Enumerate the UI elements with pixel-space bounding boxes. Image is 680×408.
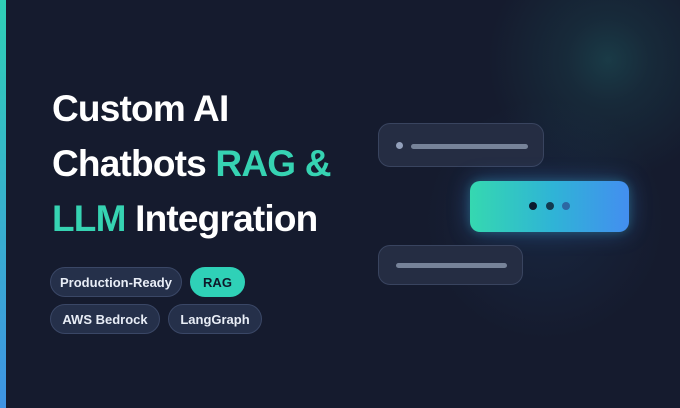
title-integration: Integration — [125, 198, 318, 239]
tag-rag: RAG — [190, 267, 245, 297]
chat-bubble-top — [378, 123, 544, 167]
typing-dots-icon — [529, 202, 537, 210]
tag-production-ready: Production-Ready — [50, 267, 182, 297]
left-accent-bar — [0, 0, 6, 408]
tag-langgraph: LangGraph — [168, 304, 262, 334]
title-line-1: Custom AI — [52, 81, 382, 136]
message-dot-icon — [396, 142, 403, 149]
typing-dots-icon — [546, 202, 554, 210]
title-custom-ai: Custom AI — [52, 88, 229, 129]
message-placeholder-line — [411, 144, 528, 149]
chat-bubble-bottom — [378, 245, 523, 285]
title-line-2: Chatbots RAG & — [52, 136, 382, 191]
page-title: Custom AI Chatbots RAG & LLM Integration — [52, 81, 382, 246]
typing-dots-icon — [562, 202, 570, 210]
title-line-3: LLM Integration — [52, 191, 382, 246]
chat-bubble-typing — [470, 181, 629, 232]
message-placeholder-line — [396, 263, 507, 268]
title-chatbots: Chatbots — [52, 143, 216, 184]
title-llm-highlight: LLM — [52, 198, 126, 239]
tag-aws-bedrock: AWS Bedrock — [50, 304, 160, 334]
title-rag-highlight: RAG & — [215, 143, 331, 184]
